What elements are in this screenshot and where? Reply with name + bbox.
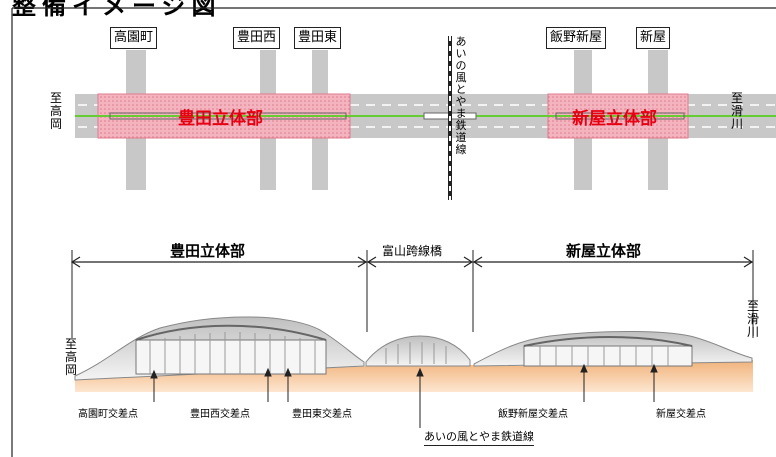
profile-section-araya: 新屋立体部: [566, 242, 642, 260]
point-toyoda-nishi: 豊田西交差点: [190, 409, 250, 420]
profile-section-toyoda: 豊田立体部: [170, 242, 246, 260]
point-iino-araya: 飯野新屋交差点: [498, 409, 568, 420]
label-takazonocho: 高園町: [110, 27, 158, 49]
point-toyoda-higashi: 豊田東交差点: [292, 409, 352, 420]
profile-section-toyama: 富山跨線橋: [382, 244, 443, 258]
plan-railway-label: あいの風とやま鉄道線: [455, 35, 467, 156]
profile-railway-label: あいの風とやま鉄道線: [424, 428, 534, 446]
label-toyoda-nishi: 豊田西: [233, 27, 281, 49]
plan-section-araya: 新屋立体部: [572, 109, 657, 129]
label-araya: 新屋: [636, 27, 671, 49]
point-leaders: [150, 363, 658, 428]
page-title: 整備イメージ図: [12, 0, 222, 20]
plan-left-direction: 至高岡: [49, 91, 62, 131]
profile-left-direction: 至高岡: [64, 337, 77, 377]
label-iino-araya: 飯野新屋: [546, 27, 607, 49]
profile-right-direction: 至滑川: [746, 299, 759, 339]
plan-right-direction: 至滑川: [730, 91, 743, 131]
extension-lines: [71, 250, 754, 338]
point-takazonocho: 高園町交差点: [78, 409, 138, 420]
label-toyoda-higashi: 豊田東: [294, 27, 342, 49]
point-araya: 新屋交差点: [656, 409, 706, 420]
toyama-overpass: [365, 335, 471, 367]
dimension-lines: [70, 256, 754, 268]
plan-section-toyoda: 豊田立体部: [178, 109, 263, 129]
